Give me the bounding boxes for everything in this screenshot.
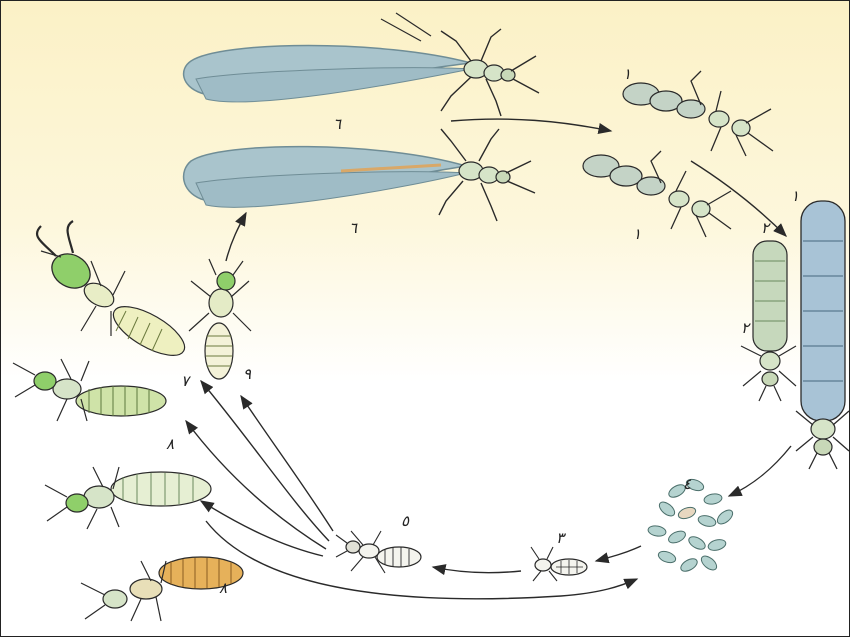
arrow-winged-to-dealate	[451, 119, 611, 131]
label-stage-1: ١	[791, 187, 799, 205]
soldier-termite-icon	[37, 221, 192, 365]
label-stage-7: ٧	[181, 372, 192, 390]
winged-termite-icon	[184, 13, 539, 116]
nymph-icon	[13, 359, 166, 421]
winged-termite-icon	[184, 129, 535, 221]
label-stage-3: ٣	[556, 529, 567, 547]
label-stage-11a: ١	[623, 65, 631, 83]
egg-cluster-icon	[647, 477, 735, 574]
label-stage-2: ٢	[761, 219, 771, 237]
label-stage-6b: ٦	[333, 115, 342, 133]
arrow-to-winged	[226, 213, 246, 261]
label-stage-6a: ٦	[349, 219, 358, 237]
label-stage-4: ٤	[683, 475, 692, 493]
arrow-larva-to-nymph	[433, 567, 521, 573]
worker-termite-icon	[45, 467, 211, 529]
arrow-nymph-to-winged-nymph	[241, 396, 333, 531]
nymph-icon	[336, 531, 421, 573]
nymph-icon	[189, 259, 251, 379]
dealate-termite-icon	[583, 71, 773, 237]
label-stage-8b: ٨	[219, 579, 227, 597]
arrow-nymph-to-worker	[201, 501, 323, 556]
label-stage-11b: ١	[633, 225, 641, 243]
label-stage-9: ٩	[243, 365, 252, 383]
arrow-dealate-to-queen	[691, 161, 786, 236]
king-termite-icon	[741, 241, 796, 401]
label-stage-2b: ٢	[741, 319, 751, 337]
arrow-queen-to-eggs	[729, 446, 791, 496]
arrow-eggs-to-larva	[596, 546, 641, 561]
label-stage-8: ٨	[166, 435, 174, 453]
queen-termite-icon	[796, 201, 849, 469]
larva-icon	[531, 547, 587, 581]
label-stage-5: ٥	[401, 512, 410, 530]
